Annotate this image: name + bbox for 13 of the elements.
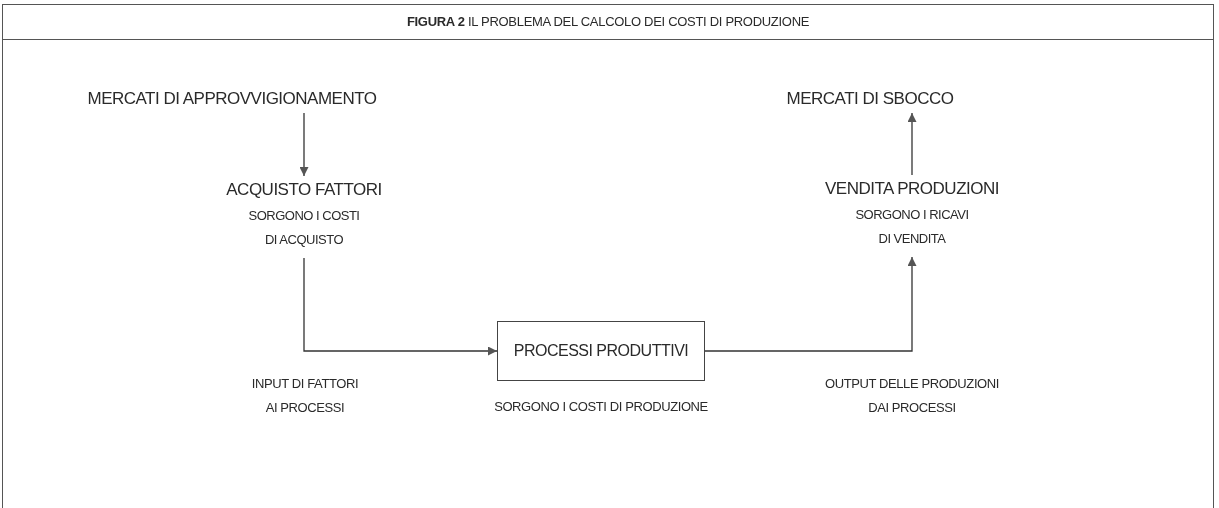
- node-description: SORGONO I RICAVI DI VENDITA: [854, 206, 970, 248]
- node-heading: ACQUISTO FATTORI: [225, 180, 383, 200]
- node-label: MERCATI DI APPROVVIGIONAMENTO: [72, 89, 392, 109]
- process-box: PROCESSI PRODUTTIVI: [497, 321, 705, 381]
- arrow: [299, 112, 309, 177]
- node-caption: SORGONO I COSTI DI PRODUZIONE: [493, 399, 709, 414]
- node-label: MERCATI DI SBOCCO: [740, 89, 1000, 109]
- arrow: [907, 112, 917, 176]
- node-heading: VENDITA PRODUZIONI: [824, 179, 1000, 199]
- node-description: SORGONO I COSTI DI ACQUISTO: [247, 207, 361, 249]
- arrow: [704, 256, 917, 352]
- arrow: [303, 257, 498, 356]
- figure-title: FIGURA 2 IL PROBLEMA DEL CALCOLO DEI COSTI DI PRODUZIONE: [405, 14, 811, 29]
